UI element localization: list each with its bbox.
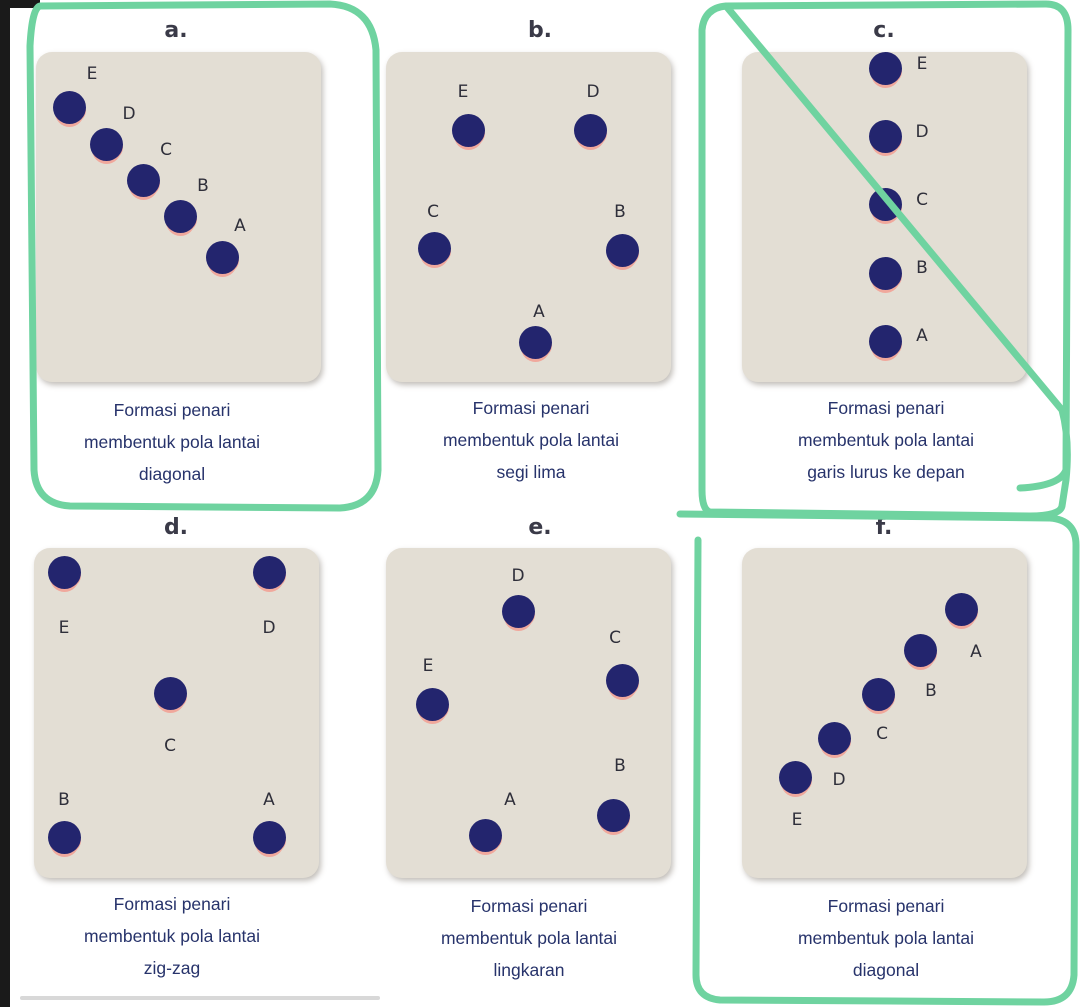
dancer-label: C (876, 724, 888, 744)
panel-c-letter: c. (873, 18, 895, 43)
caption-line: Formasi penari (827, 896, 945, 916)
bottom-text-remnant (20, 996, 380, 1000)
dancer-dot (574, 114, 607, 147)
caption-line: membentuk pola lantai (83, 926, 261, 946)
panel-e-floor: D C E B A (386, 548, 671, 878)
panel-b-floor: E D C B A (386, 52, 671, 382)
caption-line: membentuk pola lantai (797, 430, 975, 450)
dancer-label: B (614, 202, 626, 222)
panel-a-caption: Formasi penari membentuk pola lantai dia… (22, 394, 322, 490)
caption-line: lingkaran (493, 960, 565, 980)
panel-b-letter: b. (527, 18, 553, 43)
panel-d-floor: E D C B A (34, 548, 319, 878)
dancer-label: E (86, 64, 98, 84)
caption-line: membentuk pola lantai (442, 430, 620, 450)
caption-line: Formasi penari (472, 398, 590, 418)
dancer-label: A (916, 326, 928, 346)
dancer-dot (253, 821, 286, 854)
dancer-label: D (511, 566, 525, 586)
dancer-label: D (915, 122, 929, 142)
dancer-label: A (234, 216, 246, 236)
panel-f-letter: f. (875, 515, 893, 540)
dancer-dot (869, 52, 902, 85)
dancer-label: E (457, 82, 469, 102)
dancer-dot (945, 593, 978, 626)
panel-d-letter: d. (163, 515, 189, 540)
caption-line: membentuk pola lantai (797, 928, 975, 948)
dancer-dot (869, 257, 902, 290)
dancer-label: B (916, 258, 928, 278)
dancer-dot (606, 664, 639, 697)
dancer-dot (606, 234, 639, 267)
panel-c-floor: E D C B A (742, 52, 1027, 382)
panel-a-floor: E D C B A (36, 52, 321, 382)
caption-line: garis lurus ke depan (807, 462, 965, 482)
dancer-label: E (916, 54, 928, 74)
dancer-label: E (58, 618, 70, 638)
caption-line: diagonal (138, 464, 206, 484)
caption-line: diagonal (852, 960, 920, 980)
dancer-label: A (970, 642, 982, 662)
dancer-label: C (609, 628, 621, 648)
dancer-label: C (164, 736, 176, 756)
left-edge-cap (0, 0, 40, 8)
dancer-label: B (58, 790, 70, 810)
dancer-label: E (422, 656, 434, 676)
dancer-label: C (160, 140, 172, 160)
dancer-label: B (197, 176, 209, 196)
panel-f-floor: A B C D E (742, 548, 1027, 878)
dancer-dot (48, 821, 81, 854)
caption-line: Formasi penari (470, 896, 588, 916)
dancer-dot (818, 722, 851, 755)
panel-e-letter: e. (528, 515, 552, 540)
dancer-dot (53, 91, 86, 124)
panel-e-caption: Formasi penari membentuk pola lantai lin… (379, 890, 679, 986)
dancer-dot (869, 325, 902, 358)
dancer-dot (469, 819, 502, 852)
dancer-dot (416, 688, 449, 721)
panel-a-letter: a. (164, 18, 188, 43)
caption-line: Formasi penari (113, 400, 231, 420)
dancer-dot (869, 188, 902, 221)
dancer-dot (904, 634, 937, 667)
dancer-label: E (791, 810, 803, 830)
dancer-dot (253, 556, 286, 589)
left-edge-strip (0, 0, 10, 1007)
dancer-dot (519, 326, 552, 359)
panel-f-caption: Formasi penari membentuk pola lantai dia… (736, 890, 1036, 986)
caption-line: membentuk pola lantai (83, 432, 261, 452)
dancer-dot (206, 241, 239, 274)
caption-line: membentuk pola lantai (440, 928, 618, 948)
dancer-dot (597, 799, 630, 832)
caption-line: Formasi penari (827, 398, 945, 418)
dancer-dot (862, 678, 895, 711)
caption-line: segi lima (496, 462, 566, 482)
dancer-dot (127, 164, 160, 197)
dancer-dot (164, 200, 197, 233)
dancer-label: D (262, 618, 276, 638)
dancer-label: D (586, 82, 600, 102)
dancer-dot (869, 120, 902, 153)
dancer-dot (418, 232, 451, 265)
dancer-label: C (427, 202, 439, 222)
dancer-label: B (925, 681, 937, 701)
caption-line: zig-zag (143, 958, 201, 978)
caption-line: Formasi penari (113, 894, 231, 914)
panel-b-caption: Formasi penari membentuk pola lantai seg… (381, 392, 681, 488)
panel-d-caption: Formasi penari membentuk pola lantai zig… (22, 888, 322, 984)
dancer-dot (452, 114, 485, 147)
dancer-label: C (916, 190, 928, 210)
dancer-dot (779, 761, 812, 794)
dancer-dot (154, 677, 187, 710)
dancer-dot (48, 556, 81, 589)
dancer-label: A (533, 302, 545, 322)
panel-c-caption: Formasi penari membentuk pola lantai gar… (736, 392, 1036, 488)
dancer-dot (90, 128, 123, 161)
dancer-label: D (122, 104, 136, 124)
dancer-label: A (504, 790, 516, 810)
dancer-dot (502, 595, 535, 628)
dancer-label: D (832, 770, 846, 790)
dancer-label: A (263, 790, 275, 810)
dancer-label: B (614, 756, 626, 776)
